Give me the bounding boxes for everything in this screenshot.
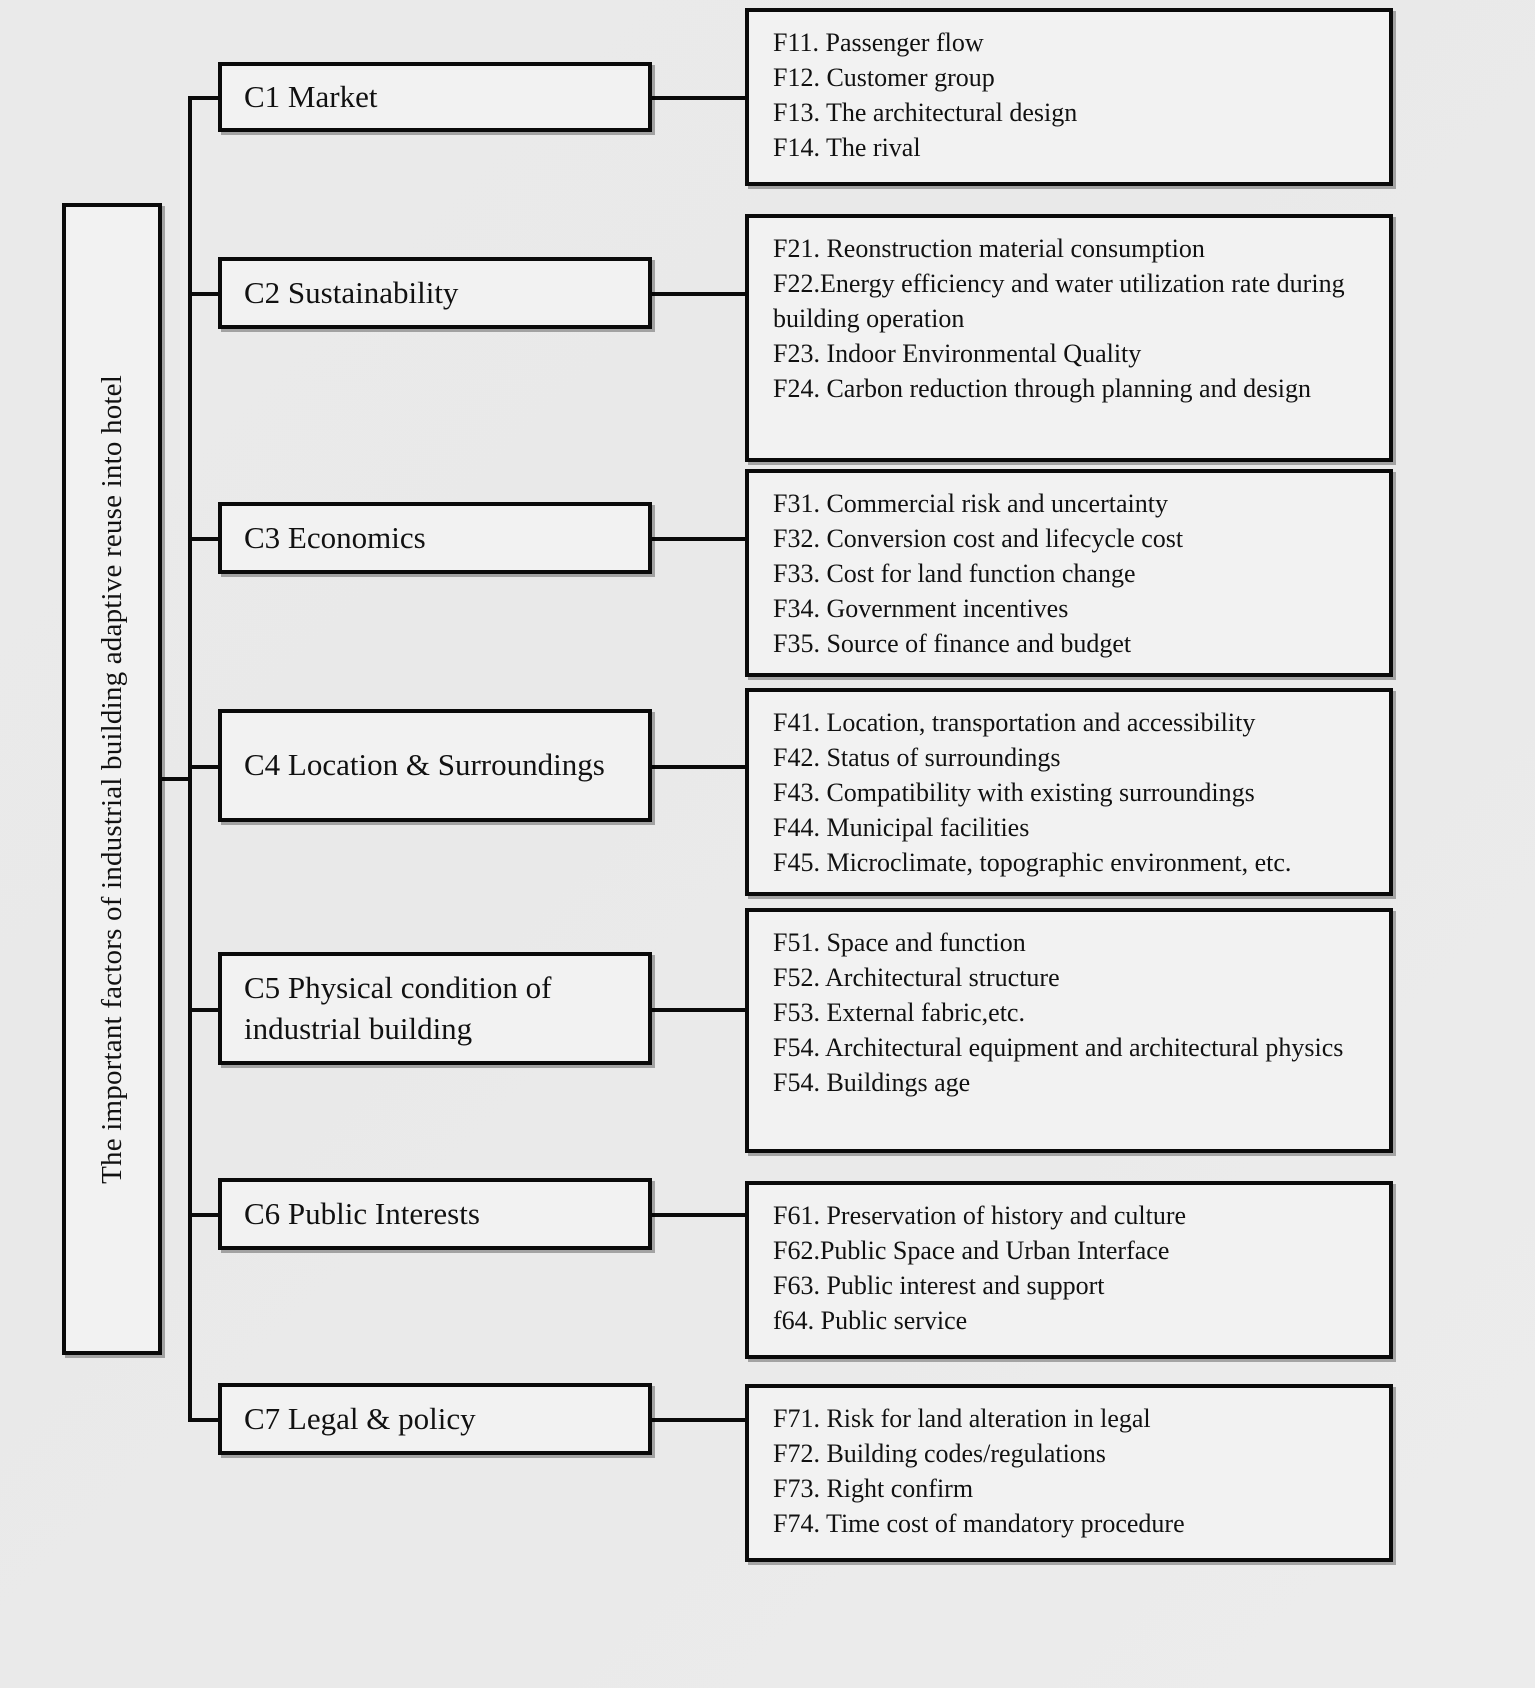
factor-list-f1: F11. Passenger flow F12. Customer group … (773, 26, 1367, 166)
criteria-box-c7[interactable]: C7 Legal & policy (218, 1383, 652, 1455)
factor-list-f7: F71. Risk for land alteration in legal F… (773, 1402, 1367, 1542)
list-item: F12. Customer group (773, 62, 995, 92)
list-item: F14. The rival (773, 132, 921, 162)
trunk-vertical-line (188, 96, 192, 1420)
factors-box-f1[interactable]: F11. Passenger flow F12. Customer group … (745, 8, 1393, 186)
factors-box-f3[interactable]: F31. Commercial risk and uncertainty F32… (745, 469, 1393, 677)
c1-to-f1-line (650, 96, 747, 100)
factors-box-f6[interactable]: F61. Preservation of history and culture… (745, 1181, 1393, 1359)
factors-box-f5[interactable]: F51. Space and function F52. Architectur… (745, 908, 1393, 1153)
factor-list-f4: F41. Location, transportation and access… (773, 706, 1367, 881)
list-item: F35. Source of finance and budget (773, 628, 1132, 658)
trunk-to-c1-line (188, 96, 220, 100)
factor-list-f6: F61. Preservation of history and culture… (773, 1199, 1367, 1339)
c3-to-f3-line (650, 537, 747, 541)
list-item: F34. Government incentives (773, 593, 1069, 623)
criteria-box-c3[interactable]: C3 Economics (218, 502, 652, 574)
factor-list-f5: F51. Space and function F52. Architectur… (773, 926, 1367, 1101)
criteria-label-c5: C5 Physical condition of industrial buil… (244, 970, 552, 1046)
list-item: F32. Conversion cost and lifecycle cost (773, 523, 1184, 553)
list-item: F23. Indoor Environmental Quality (773, 338, 1142, 368)
criteria-label-c3: C3 Economics (244, 519, 426, 555)
list-item: F62.Public Space and Urban Interface (773, 1235, 1170, 1265)
factors-box-f4[interactable]: F41. Location, transportation and access… (745, 688, 1393, 896)
list-item: F22.Energy efficiency and water utilizat… (773, 268, 1345, 333)
c5-to-f5-line (650, 1008, 747, 1012)
criteria-label-c4: C4 Location & Surroundings (244, 747, 605, 783)
criteria-box-c5[interactable]: C5 Physical condition of industrial buil… (218, 952, 652, 1065)
list-item: f64. Public service (773, 1305, 968, 1335)
list-item: F53. External fabric,etc. (773, 997, 1025, 1027)
c4-to-f4-line (650, 765, 747, 769)
list-item: F11. Passenger flow (773, 28, 984, 57)
factor-list-f2: F21. Reonstruction material consumption … (773, 232, 1367, 407)
list-item: F44. Municipal facilities (773, 812, 1030, 842)
list-item: F51. Space and function (773, 928, 1026, 957)
criteria-box-c6[interactable]: C6 Public Interests (218, 1178, 652, 1250)
criteria-box-c4[interactable]: C4 Location & Surroundings (218, 709, 652, 822)
trunk-to-c4-line (188, 765, 220, 769)
list-item: F13. The architectural design (773, 97, 1078, 127)
trunk-to-c5-line (188, 1008, 220, 1012)
list-item: F61. Preservation of history and culture (773, 1201, 1187, 1230)
criteria-box-c1[interactable]: C1 Market (218, 62, 652, 132)
trunk-to-c6-line (188, 1213, 220, 1217)
list-item: F52. Architectural structure (773, 962, 1060, 992)
list-item: F43. Compatibility with existing surroun… (773, 777, 1255, 807)
criteria-label-c1: C1 Market (244, 78, 378, 114)
list-item: F54. Buildings age (773, 1067, 971, 1097)
list-item: F71. Risk for land alteration in legal (773, 1404, 1151, 1433)
list-item: F24. Carbon reduction through planning a… (773, 373, 1311, 403)
factor-list-f3: F31. Commercial risk and uncertainty F32… (773, 487, 1367, 662)
c2-to-f2-line (650, 292, 747, 296)
root-goal-label: The important factors of industrial buil… (95, 374, 128, 1184)
c7-to-f7-line (650, 1418, 747, 1422)
root-to-trunk-line (160, 777, 190, 781)
list-item: F31. Commercial risk and uncertainty (773, 489, 1168, 518)
list-item: F74. Time cost of mandatory procedure (773, 1508, 1185, 1538)
criteria-box-c2[interactable]: C2 Sustainability (218, 257, 652, 329)
list-item: F63. Public interest and support (773, 1270, 1105, 1300)
trunk-to-c3-line (188, 537, 220, 541)
criteria-label-c6: C6 Public Interests (244, 1195, 480, 1231)
c6-to-f6-line (650, 1213, 747, 1217)
list-item: F21. Reonstruction material consumption (773, 234, 1205, 263)
trunk-to-c2-line (188, 292, 220, 296)
list-item: F54. Architectural equipment and archite… (773, 1032, 1344, 1062)
list-item: F45. Microclimate, topographic environme… (773, 847, 1292, 877)
list-item: F42. Status of surroundings (773, 742, 1061, 772)
trunk-to-c7-line (188, 1418, 220, 1422)
criteria-label-c2: C2 Sustainability (244, 274, 459, 310)
factors-box-f7[interactable]: F71. Risk for land alteration in legal F… (745, 1384, 1393, 1562)
list-item: F73. Right confirm (773, 1473, 974, 1503)
criteria-label-c7: C7 Legal & policy (244, 1400, 476, 1436)
root-goal-box: The important factors of industrial buil… (62, 203, 162, 1355)
factors-box-f2[interactable]: F21. Reonstruction material consumption … (745, 214, 1393, 462)
list-item: F41. Location, transportation and access… (773, 708, 1256, 737)
list-item: F72. Building codes/regulations (773, 1438, 1106, 1468)
list-item: F33. Cost for land function change (773, 558, 1136, 588)
